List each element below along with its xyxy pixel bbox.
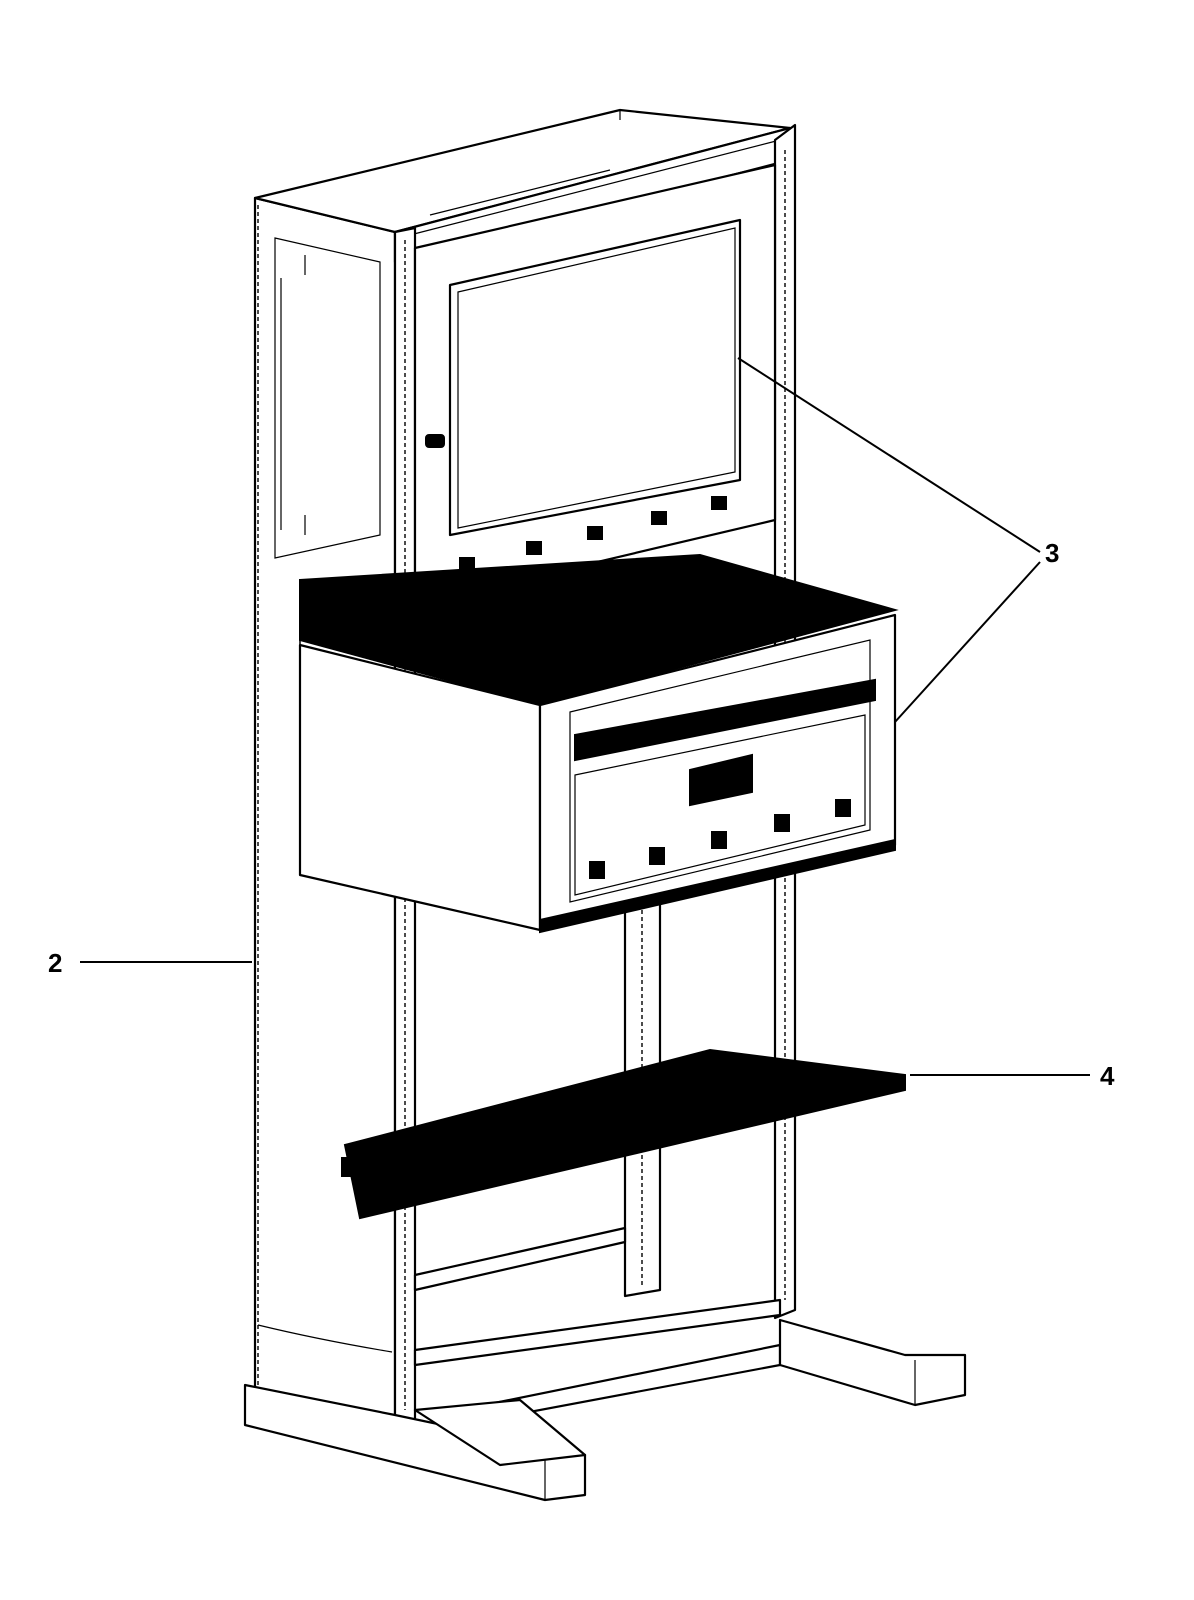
callout-3-label: 3 bbox=[1045, 538, 1059, 568]
callout-4-label: 4 bbox=[1100, 1061, 1115, 1091]
monitor-vents bbox=[459, 496, 727, 571]
lower-shelf bbox=[341, 1048, 906, 1220]
callout-2: 2 bbox=[48, 948, 252, 978]
callout-2-label: 2 bbox=[48, 948, 62, 978]
monitor-enclosure bbox=[413, 163, 777, 607]
base-frame bbox=[243, 1226, 967, 1502]
keyboard-drawer bbox=[298, 553, 899, 934]
callout-4: 4 bbox=[910, 1061, 1115, 1091]
callout-3: 3 bbox=[737, 357, 1059, 723]
